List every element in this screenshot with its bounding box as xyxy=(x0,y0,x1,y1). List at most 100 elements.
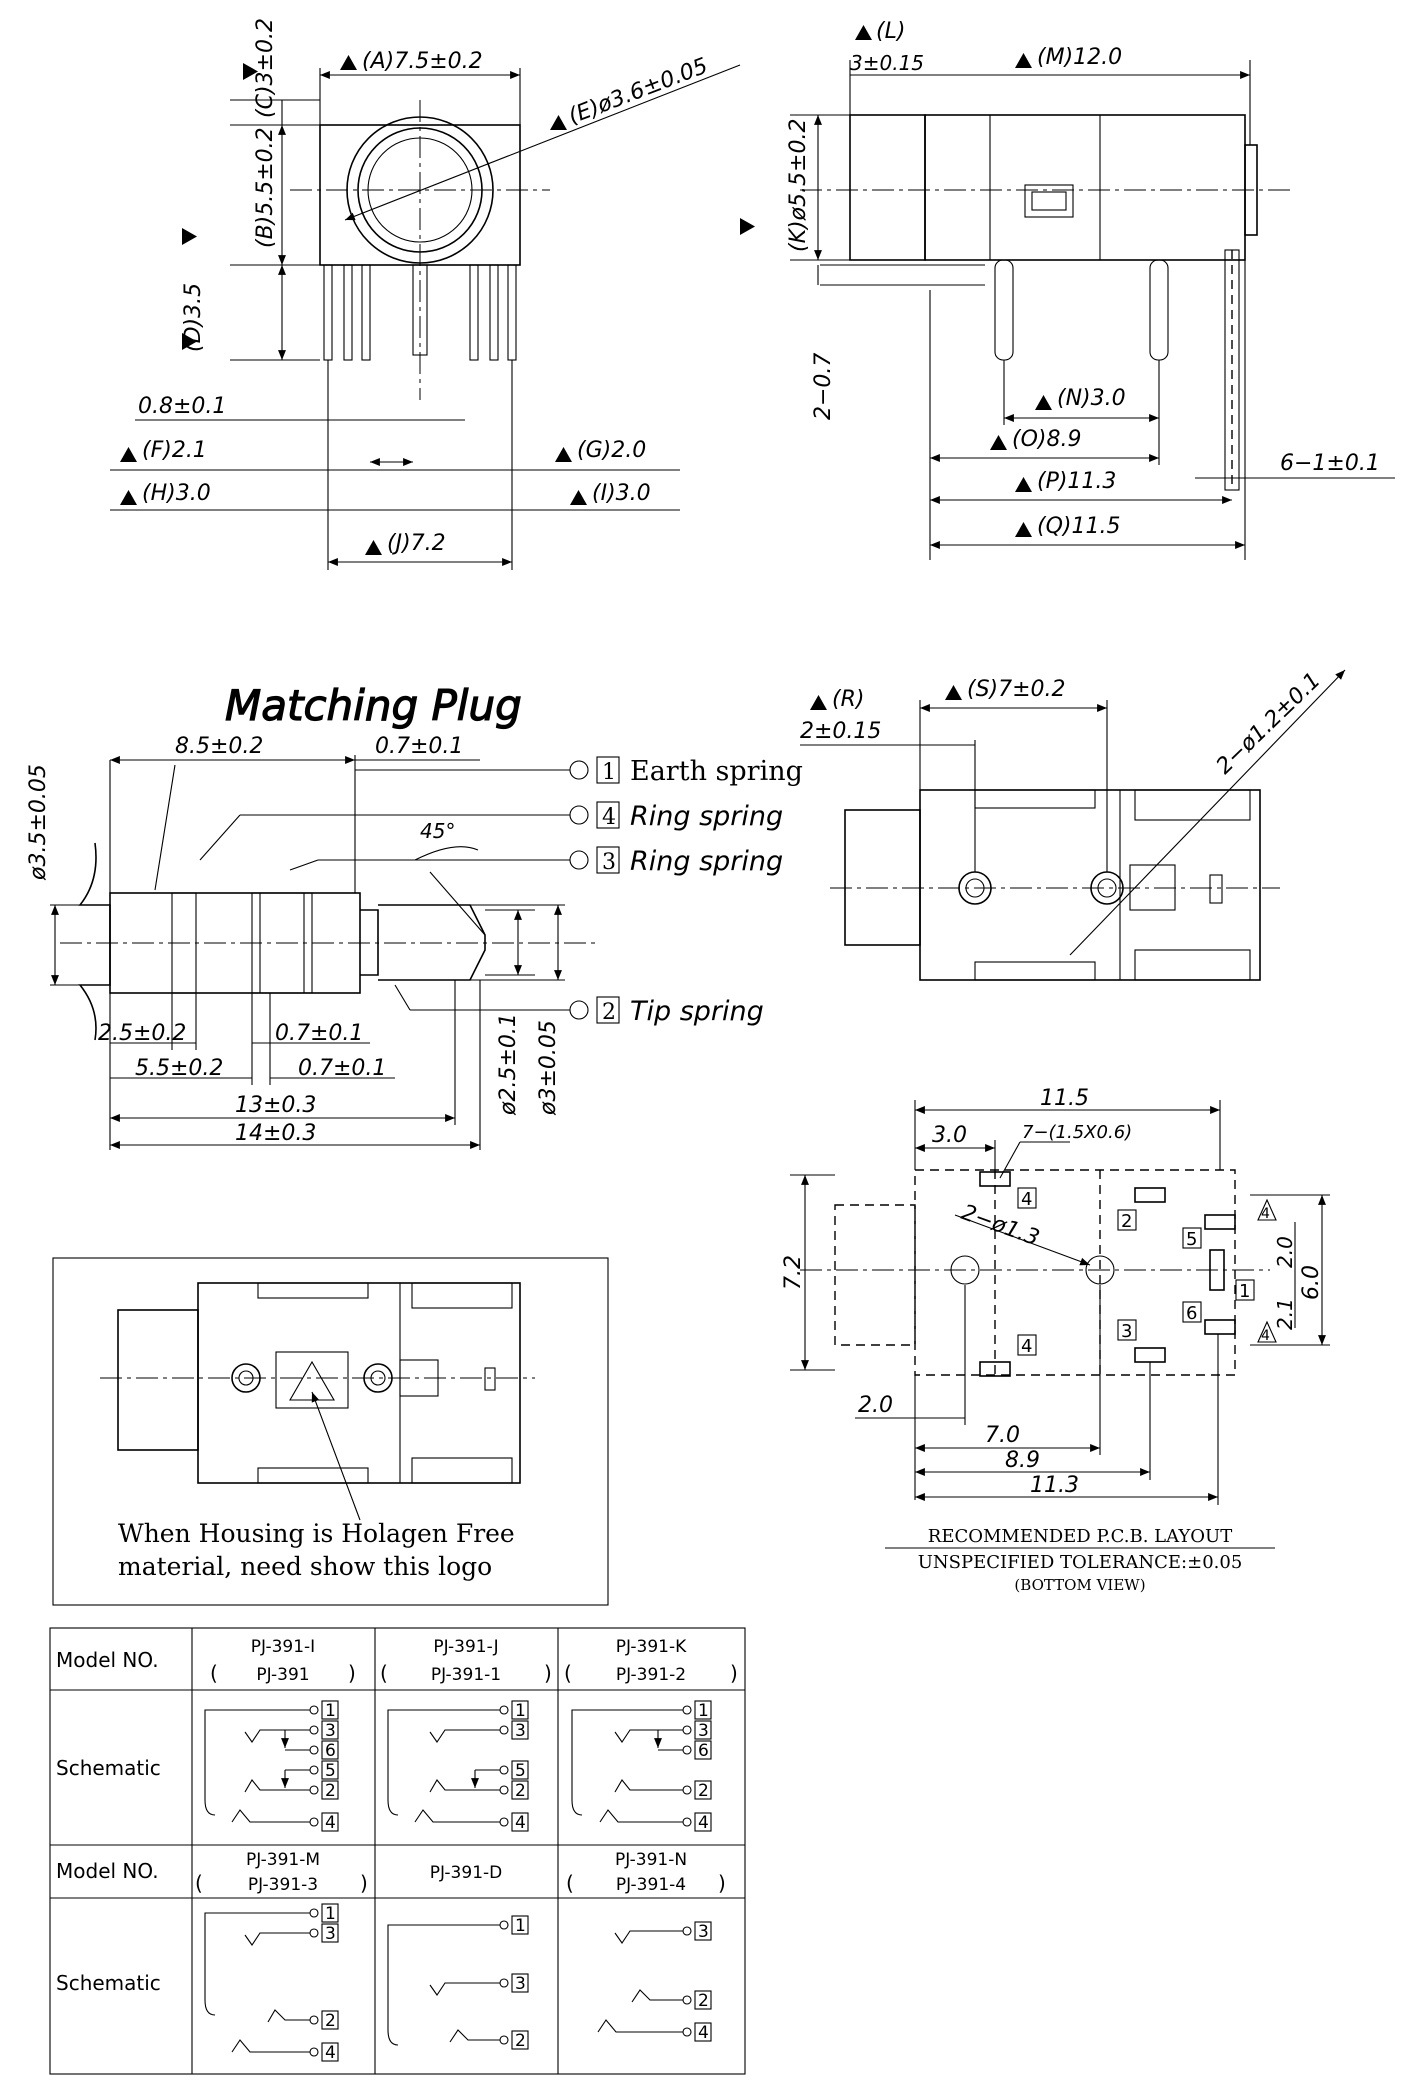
dim-plug-d1: 2.5±0.2 xyxy=(98,1021,186,1046)
dim-top-holes: 2−ø1.2±0.1 xyxy=(1212,668,1326,779)
svg-text:4: 4 xyxy=(1021,1189,1032,1210)
dim-a: (A)7.5±0.2 xyxy=(362,49,483,74)
pcb-h60: 6.0 xyxy=(1299,1265,1324,1300)
spring-3-label: Ring spring xyxy=(630,846,783,877)
svg-text:1: 1 xyxy=(515,1701,526,1721)
svg-text:4: 4 xyxy=(698,2023,709,2043)
svg-text:): ) xyxy=(718,1871,726,1895)
svg-text:6: 6 xyxy=(698,1741,709,1761)
schematic-pj391n: 3 2 4 xyxy=(597,1921,712,2043)
dim-s: (S)7±0.2 xyxy=(967,677,1066,702)
model-table: Model NO. Schematic Model NO. Schematic … xyxy=(49,1627,746,2075)
svg-text:(: ( xyxy=(380,1661,388,1685)
schematic-pj391k: 1 3 6 2 4 xyxy=(571,1700,712,1833)
svg-text:(: ( xyxy=(195,1871,203,1895)
front-view: (A)7.5±0.2 (C)3±0.2 (B)5.5±0.2 (D)3.5 (E… xyxy=(110,18,741,570)
dim-b: (B)5.5±0.2 xyxy=(253,127,278,248)
dim-n: (N)3.0 xyxy=(1057,386,1126,411)
dim-j: (J)7.2 xyxy=(387,531,446,556)
svg-text:(: ( xyxy=(566,1871,574,1895)
svg-text:PJ-391: PJ-391 xyxy=(256,1665,309,1685)
dim-p: (P)11.3 xyxy=(1037,469,1116,494)
spring-2: 2 Tip spring xyxy=(569,996,764,1027)
plug-title: Matching Plug xyxy=(225,681,522,730)
schematic-pj391d: 1 3 2 xyxy=(387,1915,529,2051)
svg-text:4: 4 xyxy=(602,805,616,830)
schematic-pj391m: 1 3 2 4 xyxy=(204,1903,339,2063)
pcb-w30: 3.0 xyxy=(932,1123,967,1148)
schematic-pj391i: 1 3 6 5 2 4 xyxy=(204,1700,339,1833)
dim-c: (C)3±0.2 xyxy=(253,18,278,118)
top-housing xyxy=(919,789,1261,981)
halogen-free-logo-icon xyxy=(289,1360,335,1401)
pcb-w70: 7.0 xyxy=(985,1423,1020,1448)
model-pj391m: PJ-391-M xyxy=(246,1850,320,1870)
dim-plug-len2: 0.7±0.1 xyxy=(375,734,463,759)
dim-q: (Q)11.5 xyxy=(1037,514,1120,539)
model-pj391j: PJ-391-J xyxy=(433,1637,498,1657)
dim-pin-width: 0.8±0.1 xyxy=(138,394,226,419)
svg-text:): ) xyxy=(360,1871,368,1895)
svg-text:): ) xyxy=(544,1661,552,1685)
svg-text:1: 1 xyxy=(602,760,616,785)
dim-plug-d2: 0.7±0.1 xyxy=(275,1021,363,1046)
svg-text:3: 3 xyxy=(515,1721,526,1741)
pcb-layout: 4 2 5 1 6 3 4 4 4 11.5 3.0 7−(1.5X0.6) 2… xyxy=(781,1086,1330,1594)
spring-4-label: Ring spring xyxy=(630,801,783,832)
pcb-caption-3: (BOTTOM VIEW) xyxy=(1014,1576,1145,1594)
pcb-pad-labels: 4 2 5 1 6 3 4 4 4 xyxy=(1017,1187,1277,1357)
spring-4: 4 Ring spring xyxy=(569,801,783,832)
spring-3: 3 Ring spring xyxy=(569,846,783,877)
svg-text:5: 5 xyxy=(1186,1229,1197,1250)
pcb-caption-1: RECOMMENDED P.C.B. LAYOUT xyxy=(928,1526,1232,1547)
svg-text:5: 5 xyxy=(325,1761,336,1781)
svg-text:4: 4 xyxy=(1261,1328,1270,1344)
dim-plug-d6: 14±0.3 xyxy=(235,1121,316,1146)
svg-text:PJ-391-4: PJ-391-4 xyxy=(616,1875,686,1895)
svg-text:4: 4 xyxy=(698,1813,709,1833)
svg-text:1: 1 xyxy=(515,1916,526,1936)
pcb-h72: 7.2 xyxy=(781,1255,806,1290)
dim-l: (L) xyxy=(876,19,905,44)
svg-text:4: 4 xyxy=(515,1813,526,1833)
front-pins xyxy=(323,264,517,361)
pcb-w89: 8.9 xyxy=(1005,1448,1040,1473)
svg-text:3: 3 xyxy=(325,1721,336,1741)
dim-plug-d5: 13±0.3 xyxy=(235,1093,316,1118)
pcb-w113: 11.3 xyxy=(1030,1473,1079,1498)
pcb-outline xyxy=(914,1169,1236,1376)
pcb-w20: 2.0 xyxy=(858,1393,893,1418)
dim-h: (H)3.0 xyxy=(142,481,211,506)
svg-text:(: ( xyxy=(564,1661,572,1685)
dim-l-value: 3±0.15 xyxy=(850,51,924,75)
pcb-w115: 11.5 xyxy=(1040,1086,1089,1111)
svg-text:2: 2 xyxy=(698,1991,709,2011)
dim-plug-d3: 5.5±0.2 xyxy=(135,1056,223,1081)
top-view: (R) 2±0.15 (S)7±0.2 2−ø1.2±0.1 xyxy=(800,668,1346,981)
spring-1: 1 Earth spring xyxy=(569,756,803,787)
svg-text:(: ( xyxy=(210,1661,218,1685)
spring-2-label: Tip spring xyxy=(630,996,764,1027)
dim-f: (F)2.1 xyxy=(142,438,207,463)
dim-g: (G)2.0 xyxy=(577,438,646,463)
svg-text:3: 3 xyxy=(698,1922,709,1942)
schematic-pj391j: 1 3 5 2 4 xyxy=(387,1700,529,1833)
svg-text:4: 4 xyxy=(325,2043,336,2063)
matching-plug: Matching Plug ø3.5±0.05 8.5±0.2 0.7±0.1 … xyxy=(26,680,803,1150)
dim-plug-tip2: ø3±0.05 xyxy=(536,1020,561,1116)
row-label-schematic-1: Schematic xyxy=(56,1756,161,1780)
svg-text:6: 6 xyxy=(325,1741,336,1761)
svg-text:): ) xyxy=(730,1661,738,1685)
svg-text:5: 5 xyxy=(515,1761,526,1781)
row-label-model-1: Model NO. xyxy=(56,1648,159,1672)
svg-text:6: 6 xyxy=(1186,1303,1197,1324)
svg-text:2: 2 xyxy=(325,1781,336,1801)
svg-text:): ) xyxy=(348,1661,356,1685)
svg-text:4: 4 xyxy=(1021,1336,1032,1357)
logo-note-2: material, need show this logo xyxy=(118,1552,492,1581)
svg-text:2: 2 xyxy=(602,1000,616,1025)
svg-text:2: 2 xyxy=(515,2031,526,2051)
dim-k: (K)ø5.5±0.2 xyxy=(786,119,811,252)
row-label-model-2: Model NO. xyxy=(56,1859,159,1883)
logo-note-1: When Housing is Holagen Free xyxy=(118,1519,515,1548)
